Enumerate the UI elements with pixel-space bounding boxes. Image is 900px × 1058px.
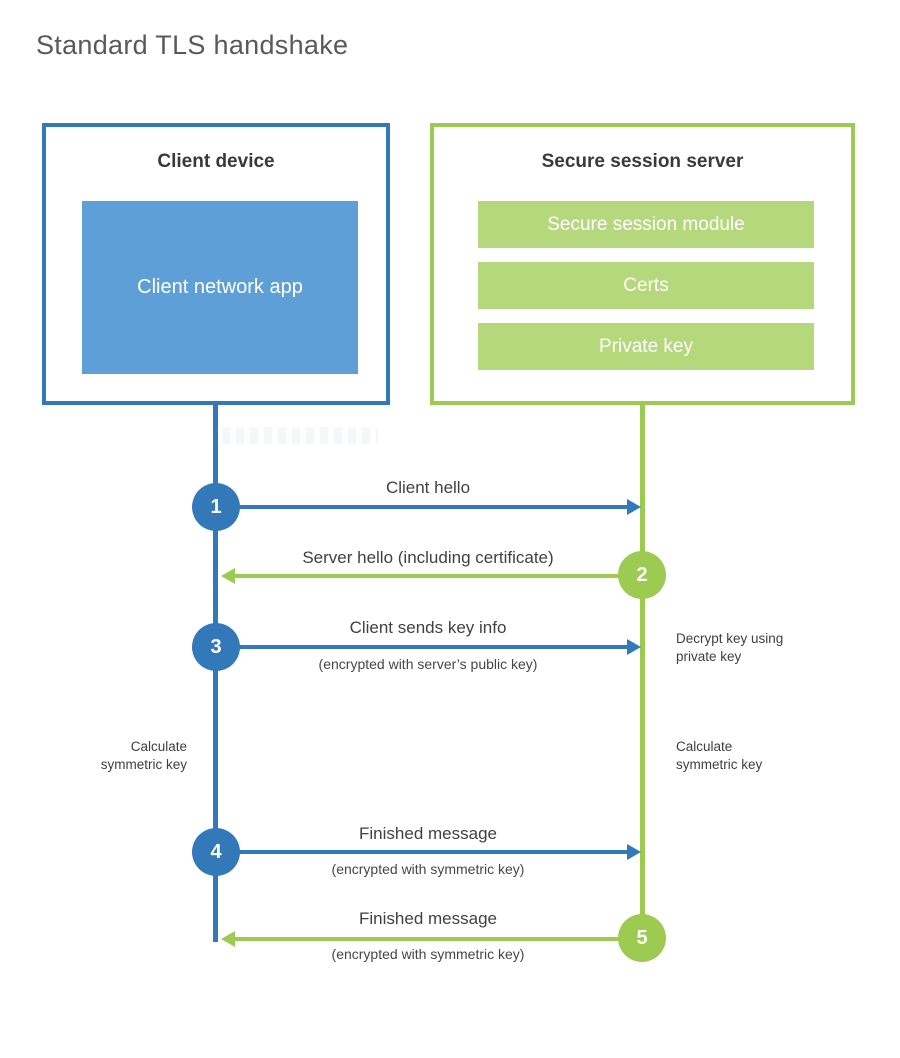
label-finished-client: Finished message [359,824,497,843]
arrow-finished-server [221,931,642,947]
client-network-app-label: Client network app [137,276,303,298]
client-network-app-block: Client network app [82,201,358,374]
client-box-title: Client device [157,151,275,172]
sublabel-finished-client: (encrypted with symmetric key) [331,861,525,877]
note-decrypt-key: Decrypt key using private key [676,631,784,664]
arrow-client-hello [216,499,641,515]
label-finished-server: Finished message [359,909,497,928]
arrow-client-key-info [216,639,641,655]
sublabel-finished-server: (encrypted with symmetric key) [331,946,525,962]
server-module-secure-session: Secure session module [478,201,814,248]
note-calculate-symmetric-client: Calculate symmetric key [100,739,187,772]
step-circle-2: 2 [618,551,666,599]
label-client-hello: Client hello [385,478,471,497]
arrow-server-hello [221,568,642,584]
step-circle-1: 1 [192,483,240,531]
step-circle-3: 3 [192,623,240,671]
server-module-certs: Certs [478,262,814,309]
step-circle-5: 5 [618,914,666,962]
label-server-hello: Server hello (including certificate) [302,548,554,567]
label-client-key-info: Client sends key info [349,618,507,637]
page-title: Standard TLS handshake [36,30,349,60]
note-calculate-symmetric-server: Calculate symmetric key [676,739,763,772]
client-device-box: Client device Client network app [42,123,390,405]
server-lifeline [640,405,645,916]
server-box-title: Secure session server [541,151,744,172]
ghost-watermark-artifact [222,427,378,444]
sublabel-client-key-info: (encrypted with server’s public key) [318,656,538,672]
client-lifeline [213,405,218,942]
arrow-finished-client [216,844,641,860]
step-circle-4: 4 [192,828,240,876]
secure-session-server-box: Secure session server Secure session mod… [430,123,855,405]
server-module-private-key: Private key [478,323,814,370]
